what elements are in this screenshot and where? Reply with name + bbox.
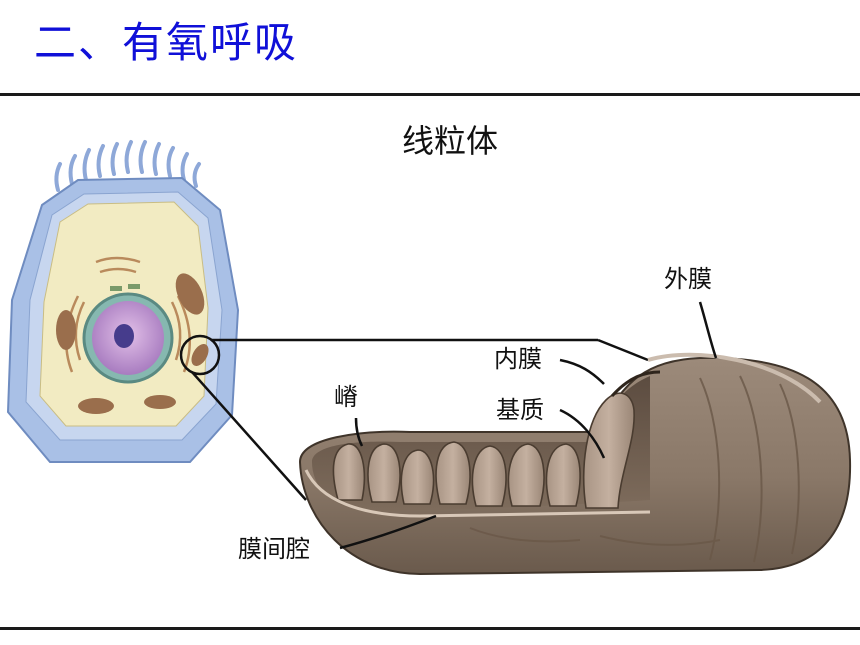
cristae <box>332 392 635 509</box>
label-pointers <box>339 301 718 550</box>
mitochondrion-section <box>298 352 852 576</box>
zoom-connectors <box>191 338 649 501</box>
label-cristae: 嵴 <box>334 383 358 411</box>
diagram-heading: 线粒体 <box>402 122 498 160</box>
pointer-matrix <box>559 408 606 459</box>
bottom-divider <box>0 627 860 630</box>
mitochondrion-diagram: 线粒体 <box>6 122 852 576</box>
label-outer-membrane: 外膜 <box>664 265 712 293</box>
top-divider <box>0 93 860 96</box>
pointer-outer-membrane <box>698 301 718 359</box>
microvilli <box>54 140 201 192</box>
label-intermembrane-space: 膜间腔 <box>238 535 310 563</box>
slide-title: 二、有氧呼吸 <box>34 18 299 67</box>
label-matrix: 基质 <box>496 396 544 424</box>
pointer-cristae <box>354 417 364 447</box>
cell-illustration <box>6 140 240 463</box>
label-inner-membrane: 内膜 <box>494 345 542 373</box>
outer-membrane-line <box>647 352 822 404</box>
inner-membrane-line <box>610 370 661 398</box>
pointer-intermembrane-space <box>339 514 437 550</box>
highlight-circle <box>179 334 221 376</box>
pointer-inner-membrane <box>559 358 605 385</box>
nucleolus <box>114 324 134 348</box>
